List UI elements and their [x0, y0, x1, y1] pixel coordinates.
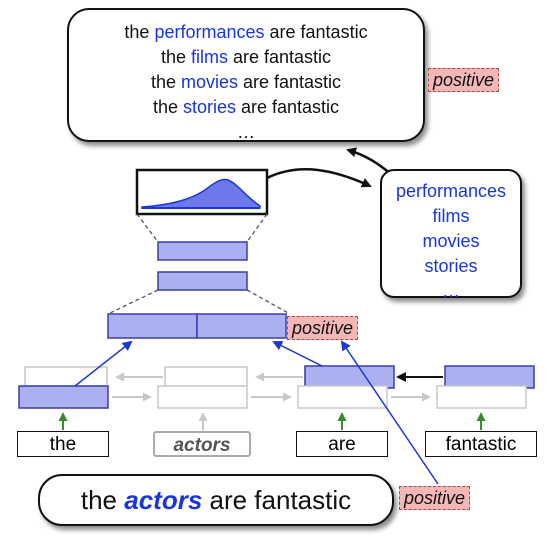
label-tag-top: positive — [428, 68, 500, 92]
generated-sentence: the performances are fantastic — [124, 22, 368, 42]
original-sentence-bubble: the actors are fantastic — [38, 474, 394, 526]
target-word: actors — [124, 485, 203, 515]
arrow-plot-to-words — [266, 168, 372, 188]
token-the: the — [17, 431, 109, 457]
backward-box-are — [304, 365, 395, 389]
sentence-text: the — [80, 485, 125, 515]
sentence-text: are fantastic — [202, 485, 352, 515]
generated-sentence: the stories are fantastic — [152, 97, 340, 117]
candidate-word: stories — [424, 256, 478, 276]
arrow-backward-to-concat — [272, 341, 323, 367]
generated-sentences-bubble: the performances are fantastic the films… — [67, 8, 425, 142]
label-tag-middle: positive — [287, 316, 359, 340]
backward-box-fantastic — [444, 365, 535, 389]
candidate-word: performances — [395, 181, 507, 201]
generated-sentence: the films are fantastic — [160, 47, 332, 67]
arrow-forward-to-concat — [74, 340, 133, 387]
distribution-plot — [135, 168, 269, 216]
candidate-word: films — [432, 206, 470, 226]
distribution-curve — [141, 178, 261, 209]
hidden-box-upper — [157, 241, 248, 261]
ellipsis: … — [442, 281, 460, 301]
candidate-word: movies — [422, 231, 480, 251]
hidden-box-lower — [157, 271, 248, 291]
concat-box-left — [107, 313, 198, 339]
ellipsis: … — [237, 122, 255, 142]
token-are: are — [296, 431, 388, 457]
arrow-label-to-concat — [340, 340, 439, 485]
generated-sentence: the movies are fantastic — [150, 72, 342, 92]
token-fantastic: fantastic — [425, 431, 537, 457]
word-candidates-bubble: performances films movies stories … — [380, 169, 522, 301]
token-actors-masked: actors — [153, 431, 251, 457]
label-tag-bottom: positive — [399, 486, 471, 510]
concat-box-right — [196, 313, 287, 339]
rnn-forward-row — [112, 385, 527, 409]
forward-box-the — [18, 385, 109, 409]
